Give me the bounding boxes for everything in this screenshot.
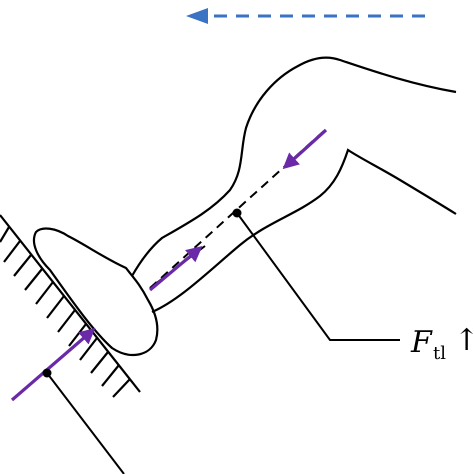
force-direction-up-icon: ↑ [454,323,474,358]
force-label-symbol: F [411,325,432,360]
ground-leader-line [46,372,125,474]
leg-upper-contour [131,56,457,277]
foot-outline [32,227,159,357]
tendon-force-upper-arrow-icon [282,128,328,170]
ground-reaction-force-arrow-icon [10,327,96,402]
force-label-leader-line [236,212,400,341]
leg-lower-contour [151,148,457,314]
motion-direction-arrow-icon [186,8,425,24]
tendon-force-lower-arrow-icon [148,245,203,292]
force-label-subscript: tl [433,343,446,364]
ground-surface [0,214,141,398]
